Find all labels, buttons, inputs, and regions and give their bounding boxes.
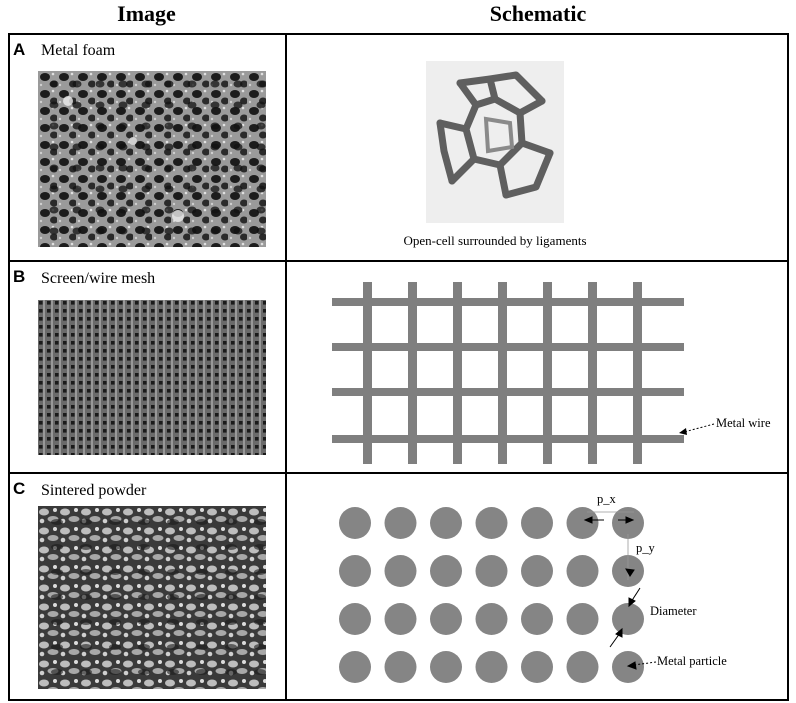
- table-border-top: [8, 33, 789, 35]
- metal-particle: [384, 507, 417, 539]
- row-title-metal-foam: Metal foam: [41, 42, 116, 59]
- foam-caption: Open-cell surrounded by ligaments: [403, 233, 587, 248]
- row-label-c: C: [13, 479, 26, 498]
- diameter-label: Diameter: [650, 604, 697, 618]
- metal-particle: [430, 555, 462, 587]
- metal-particle: [339, 651, 371, 683]
- row-label-a: A: [13, 40, 26, 59]
- row-label-b: B: [13, 267, 26, 286]
- metal-particle: [521, 651, 553, 683]
- row-title-sintered-powder: Sintered powder: [41, 482, 147, 499]
- metal-particle: [612, 651, 644, 683]
- table-border-middle: [285, 33, 287, 701]
- row-title-wire-mesh: Screen/wire mesh: [41, 270, 156, 287]
- metal-particle: [612, 507, 644, 539]
- metal-particle: [566, 507, 599, 539]
- wire-mesh-schematic: [332, 282, 684, 467]
- table-border-right: [787, 33, 789, 701]
- metal-wire-pointer: [679, 423, 715, 435]
- table-border-left: [8, 33, 10, 701]
- wire-mesh-photo: [38, 300, 266, 455]
- particle-array: [339, 507, 657, 683]
- table-border-row2: [8, 472, 789, 474]
- metal-wire-label: Metal wire: [716, 416, 771, 430]
- table-border-bottom: [8, 699, 789, 701]
- metal-particle: [475, 651, 508, 683]
- metal-particle: [475, 603, 508, 635]
- metal-particle: [475, 555, 508, 587]
- metal-particle: [339, 603, 371, 635]
- metal-particle-label: Metal particle: [657, 654, 727, 668]
- px-label: p_x: [597, 492, 616, 506]
- metal-particle: [521, 507, 553, 539]
- metal-particle: [521, 603, 553, 635]
- metal-particle: [430, 507, 462, 539]
- table-border-row1: [8, 260, 789, 262]
- metal-particle: [430, 603, 462, 635]
- open-cell-model: [426, 61, 564, 223]
- metal-particle: [475, 507, 508, 539]
- metal-particle: [384, 651, 417, 683]
- metal-particle: [612, 603, 644, 635]
- metal-foam-photo: [38, 71, 266, 247]
- py-label: p_y: [636, 541, 655, 555]
- metal-particle: [430, 651, 462, 683]
- metal-particle: [566, 603, 599, 635]
- metal-particle: [339, 507, 371, 539]
- metal-particle: [384, 555, 417, 587]
- sintered-powder-photo: [38, 506, 266, 689]
- metal-particle: [339, 555, 371, 587]
- column-header-image: Image: [117, 1, 176, 26]
- metal-particle: [566, 555, 599, 587]
- metal-particle: [566, 651, 599, 683]
- metal-particle: [521, 555, 553, 587]
- metal-particle: [384, 603, 417, 635]
- column-header-schematic: Schematic: [489, 1, 587, 26]
